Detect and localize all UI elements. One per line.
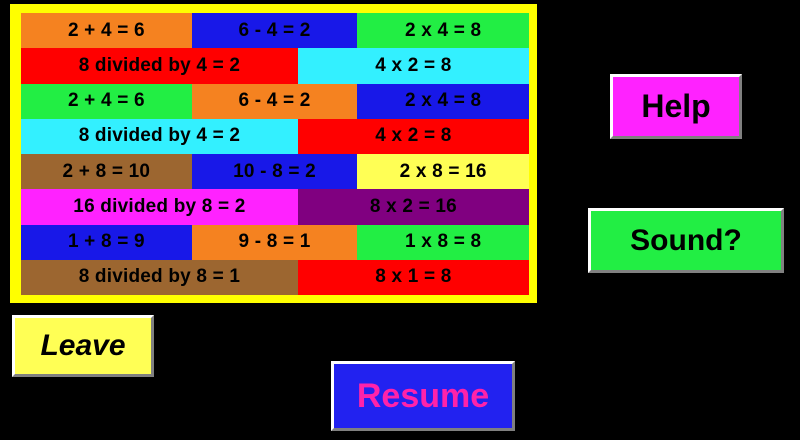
fact-cell[interactable]: 16 divided by 8 = 2 [21,189,298,225]
fact-cell[interactable]: 1 + 8 = 9 [21,224,192,260]
fact-cell[interactable]: 8 x 2 = 16 [297,189,529,225]
resume-button-label: Resume [356,376,490,415]
fact-cell[interactable]: 8 x 1 = 8 [297,259,529,295]
fact-cell[interactable]: 2 + 4 = 6 [21,83,192,119]
help-button[interactable]: Help [610,74,742,139]
fact-cell[interactable]: 8 divided by 4 = 2 [21,118,298,154]
fact-cell[interactable]: 2 + 4 = 6 [21,13,192,49]
fact-cell[interactable]: 4 x 2 = 8 [297,118,529,154]
fact-cell[interactable]: 2 x 4 = 8 [357,83,529,119]
fact-cell[interactable]: 6 - 4 = 2 [191,83,358,119]
leave-button[interactable]: Leave [12,315,154,377]
fact-cell[interactable]: 4 x 2 = 8 [297,48,529,84]
fact-cell[interactable]: 2 x 8 = 16 [357,154,529,190]
fact-cell[interactable]: 2 x 4 = 8 [357,13,529,49]
sound-button-label: Sound? [630,223,742,257]
fact-cell[interactable]: 9 - 8 = 1 [191,224,358,260]
fact-cell[interactable]: 2 + 8 = 10 [21,154,192,190]
fact-cell[interactable]: 8 divided by 4 = 2 [21,48,298,84]
sound-button[interactable]: Sound? [588,208,784,273]
fact-cell[interactable]: 10 - 8 = 2 [191,154,358,190]
resume-button[interactable]: Resume [331,361,515,431]
fact-cell[interactable]: 1 x 8 = 8 [357,224,529,260]
fact-cell[interactable]: 8 divided by 8 = 1 [21,259,298,295]
help-button-label: Help [641,88,711,124]
leave-button-label: Leave [40,329,126,362]
fact-cell[interactable]: 6 - 4 = 2 [191,13,358,49]
